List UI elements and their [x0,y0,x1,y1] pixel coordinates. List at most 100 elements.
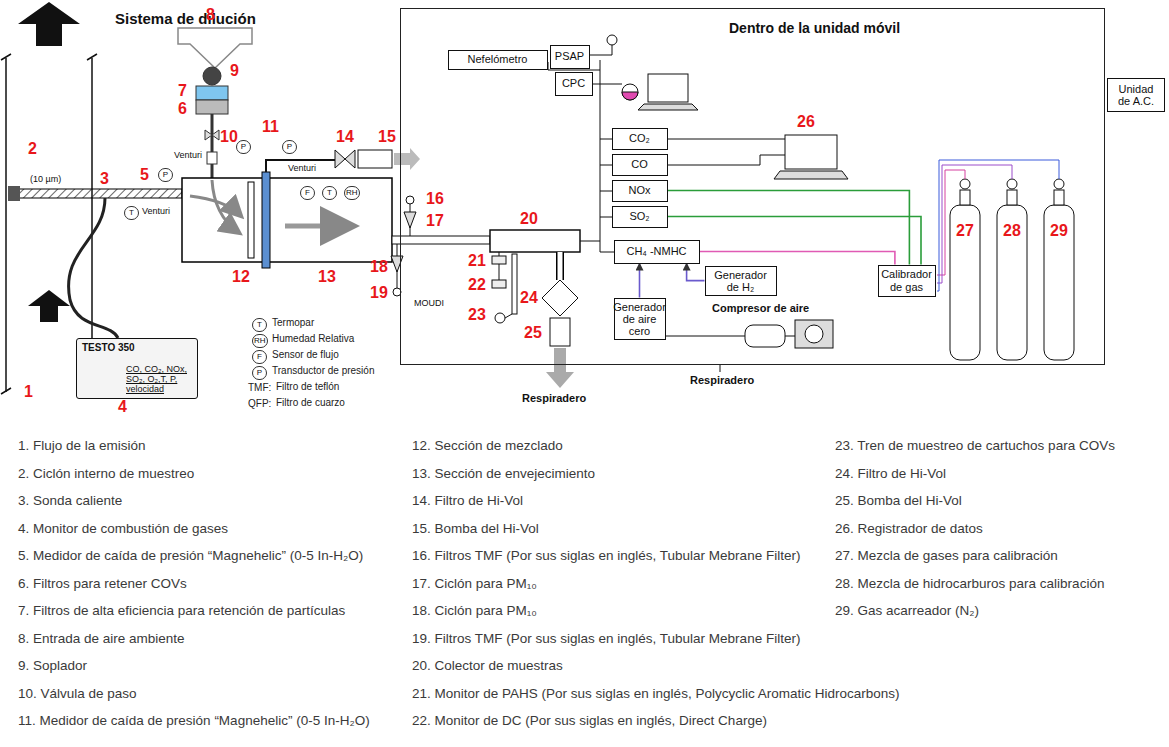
connector [700,252,895,265]
vent-label: Respiradero [522,392,586,404]
illustration-part [392,236,490,244]
equipment-box: NOx [612,180,668,202]
box-text: CH₄ -NMHC [626,245,686,257]
list-item: 17. Ciclón para PM₁₀ [412,576,537,591]
illustration-part [492,256,506,264]
list-item: 2. Ciclón interno de muestreo [18,466,194,481]
illustration-part [795,320,833,348]
callout-number: 23 [468,306,486,324]
box-text: CO₂ [629,132,650,144]
symbol-meaning: Humedad Relativa [272,333,354,344]
list-item: 20. Colector de muestras [412,658,563,673]
mobile-unit-equipment [548,35,1074,372]
list-item: 15. Bomba del Hi-Vol [412,521,539,536]
callout-number: 25 [524,324,542,342]
equipment-box: TESTO 350CO, CO₂, NOx, SO₂, O₂,T, P, vel… [76,338,198,399]
equipment-box: Generador de H₂ [705,266,777,296]
illustration-part [668,139,785,165]
list-item: 22. Monitor de DC (Por sus siglas en ing… [412,713,767,728]
symbol-meaning: Transductor de presión [272,365,374,376]
symbol-meaning: Filtro de teflón [276,381,339,392]
illustration-part [548,60,614,252]
list-item: 12. Sección de mezclado [412,438,563,453]
equipment-box: SO₂ [612,206,668,228]
list-item: 6. Filtros para retener COVs [18,576,187,591]
illustration-part [590,44,612,55]
illustration-part [937,160,1059,291]
illustration-part [1007,190,1017,205]
equipment-box: Unidad de A.C. [1107,78,1165,112]
probe [8,186,182,338]
symbol-key: QFP: [248,398,271,409]
list-item: 3. Sonda caliente [18,493,122,508]
list-item: 21. Monitor de PAHS (Por sus siglas en i… [412,686,899,701]
list-item: 28. Mezcla de hidrocarburos para calibra… [835,576,1104,591]
list-item: 26. Registrador de datos [835,521,983,536]
illustration-part [492,280,506,288]
sensor-symbol: T [322,186,337,200]
symbol-key: P [252,366,267,380]
callout-number: 13 [318,268,336,286]
symbol-key: TMF: [248,382,271,393]
illustration-part [648,74,688,102]
symbol-meaning: Termopar [272,317,314,328]
illustration-part [558,252,563,280]
flow-arrow [18,2,80,46]
illustration-part [262,172,270,268]
part-label: Compresor de aire [712,302,809,314]
illustration-part [203,67,221,85]
illustration-part [211,114,214,178]
illustration-part [5,58,7,392]
illustration-part [774,171,848,179]
list-item: 7. Filtros de alta eficiencia para reten… [18,603,345,618]
callout-number: 19 [370,284,388,302]
equipment-box: CO₂ [612,128,668,150]
connector [668,217,922,265]
callout-number: 10 [220,128,238,146]
callout-number: 22 [468,276,486,294]
callout-number: 12 [232,268,250,286]
illustration-part [937,165,1012,283]
flow-arrow [28,290,70,322]
illustration-part [212,180,238,232]
box-text: NOx [629,184,651,196]
venturi-label: Venturi [174,150,202,160]
list-item: 29. Gas acarreador (N₂) [835,603,979,618]
illustration-part [196,100,228,114]
list-item: 11. Medidor de caída de presión “Magnehe… [18,713,370,728]
callout-number: 2 [28,140,37,158]
list-item: 5. Medidor de caída de presión “Magnehel… [18,548,363,563]
sensor-symbol: T [124,206,139,220]
box-text: CO, CO₂, NOx, SO₂, O₂,T, P, velocidad [126,365,192,395]
illustration-part [406,196,414,204]
box-text: TESTO 350 [82,342,192,353]
illustration-part [178,28,252,68]
list-item: 23. Tren de muestreo de cartuchos para C… [835,438,1115,453]
callout-number: 7 [178,82,187,100]
callout-number: 17 [426,212,444,230]
equipment-box: Nefelómetro [448,50,548,70]
illustration-part [505,314,512,318]
dilution-tunnel [182,172,392,268]
illustration-part [196,86,228,100]
symbol-meaning: Filtro de cuarzo [276,397,345,408]
box-text: Generador de aire cero [613,301,666,337]
illustration-part [666,336,795,337]
venturi-label: Venturi [288,163,316,173]
callout-number: 11 [262,118,279,136]
illustration-part [394,148,420,170]
size-note: (10 µm) [30,174,61,184]
list-item: 16. Filtros TMF (Por sus siglas en inglé… [412,548,800,563]
callout-number: 14 [336,128,354,146]
illustration-part [950,205,980,360]
illustration-part [542,280,578,316]
illustration-part [1054,179,1064,189]
symbol-meaning: Sensor de flujo [272,349,339,360]
callout-number: 1 [24,383,33,401]
list-item: 8. Entrada de aire ambiente [18,631,185,646]
equipment-box: PSAP [550,45,590,69]
callout-number: 26 [797,113,815,131]
illustration-part [69,198,118,338]
illustration-part [404,212,416,228]
